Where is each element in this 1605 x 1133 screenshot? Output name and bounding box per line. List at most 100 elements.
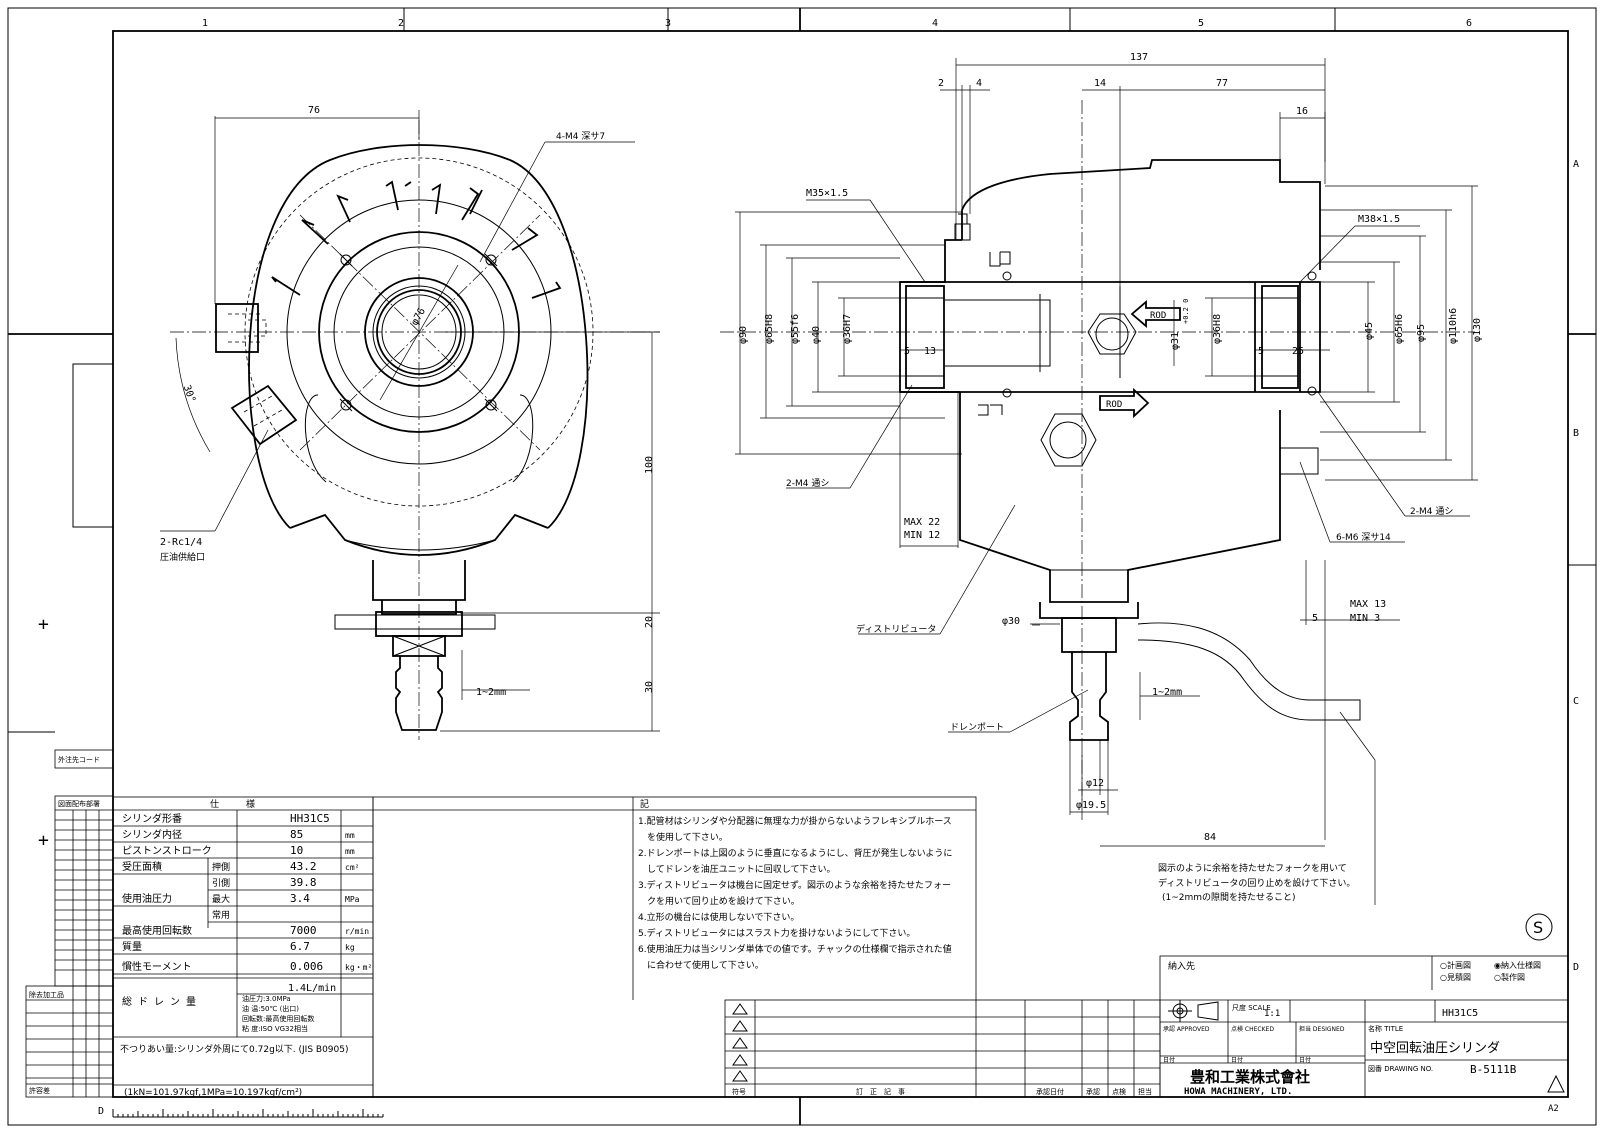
note-line: を使用して下さい。: [638, 831, 728, 843]
dim-phi36h7: φ36H7: [842, 314, 853, 344]
rev-col-content: 訂 正 記 事: [856, 1087, 905, 1096]
scale-label: 尺度 SCALE: [1232, 1003, 1271, 1012]
date-label-3: 日付: [1299, 1056, 1311, 1064]
dim-phi110h6: φ110h6: [1448, 308, 1459, 344]
spec-unit: MPa: [345, 895, 360, 904]
rod-label-lower: ROD: [1106, 400, 1122, 410]
spec-unit: r/min: [345, 927, 369, 936]
spec-value: 3.4: [290, 892, 310, 905]
revision-table: 符号 訂 正 記 事 承認日付 承認 点検 担当: [724, 999, 1161, 1098]
order-code-label: 外注先コード: [58, 755, 100, 764]
sheet-size: A2: [1548, 1104, 1559, 1114]
dim-30deg: 30°: [181, 384, 198, 405]
spec-header: 仕 様: [210, 798, 255, 810]
zone-letter: B: [1573, 428, 1579, 439]
product-name: 中空回転油圧シリンダ: [1370, 1041, 1500, 1056]
drawing-no-label: 図番 DRAWING NO.: [1368, 1065, 1433, 1073]
notes-panel: 記 1.配管材はシリンダや分配器に無理な力が掛からないようフレキシブルホース を…: [372, 796, 977, 1098]
spec-label: シリンダ形番: [122, 812, 182, 825]
spec-label: 使用油圧力: [122, 892, 172, 905]
drawing-no: B-5111B: [1470, 1063, 1517, 1076]
notes-header: 記: [640, 798, 649, 810]
dim-20: 20: [644, 616, 655, 628]
drain-condition-3: 回転数:最高使用回転数: [242, 1014, 314, 1023]
dim-137: 137: [1130, 52, 1148, 63]
callout-m4-left: 2-M4 通シ: [786, 478, 829, 489]
delivery-label: 納入先: [1168, 960, 1195, 972]
note-line: 2.ドレンポートは上図のように垂直になるようにし、背圧が発生しないように: [638, 847, 952, 859]
dim-phi76: φ76: [409, 306, 428, 327]
dim-phi30: φ30: [1002, 616, 1020, 627]
spec-sub: 引側: [212, 877, 230, 889]
dim-gap-right: 1~2mm: [1152, 687, 1182, 698]
spec-sub: 常用: [212, 909, 230, 921]
dim-77: 77: [1216, 78, 1228, 89]
note-line: 3.ディストリビュータは機台に固定せず。図示のような余裕を持たせたフォー: [638, 879, 951, 891]
section-view: [720, 100, 1475, 800]
spec-value: 7000: [290, 924, 317, 937]
drain-condition-2: 油 温:50℃ (出口): [242, 1004, 299, 1013]
option-plan: ○計画図: [1440, 960, 1471, 970]
note-line: 5.ディストリビュータにはスラスト力を掛けないようにして下さい。: [638, 927, 915, 939]
spec-label: 慣性モーメント: [122, 960, 192, 973]
dim-2: 2: [938, 78, 944, 89]
warning-triangle-icon: [732, 1003, 748, 1082]
zone-number-labels: 1 2 3 4 5 6 A B C D: [202, 18, 1579, 973]
dim-phi90: φ90: [738, 326, 749, 344]
spec-value: 6.7: [290, 940, 310, 953]
projection-symbol-icon: [1168, 1000, 1219, 1022]
dim-gap: 1~2mm: [476, 687, 506, 698]
checked-label: 点検 CHECKED: [1231, 1025, 1274, 1033]
fork-note-3: (1~2mmの隙間を持たせること): [1162, 891, 1296, 903]
zone-number: 3: [665, 18, 671, 29]
dim-phi65h6: φ65H6: [1394, 314, 1405, 344]
dim-phi36h8: φ36H8: [1212, 314, 1223, 344]
dim-25: 25: [1292, 346, 1304, 357]
callout-m4: 4-M4 深サ7: [556, 131, 605, 142]
spec-label: 最高使用回転数: [122, 924, 192, 937]
spec-label: ピストンストローク: [122, 845, 212, 857]
callout-rc: 2-Rc1/4: [160, 537, 202, 548]
approved-label: 承認 APPROVED: [1163, 1025, 1210, 1033]
rod-label-upper: ROD: [1150, 311, 1166, 321]
name-label: 名称 TITLE: [1368, 1024, 1403, 1033]
dim-phi19-5: φ19.5: [1076, 800, 1106, 811]
dim-phi40: φ40: [811, 326, 822, 344]
option-delivery-spec: ◉納入仕様図: [1494, 960, 1541, 970]
option-estimate: ○見積図: [1440, 972, 1471, 982]
dim-76-top: 76: [308, 105, 320, 116]
zone-number: 1: [202, 18, 208, 29]
zone-number: 2: [398, 18, 404, 29]
label-max22: MAX 22: [904, 517, 940, 528]
section-view-dimensions: 137 2 4 14 77 16 M35×1.5 M38×1.5 φ90 φ65…: [735, 52, 1483, 905]
spec-label: シリンダ内径: [122, 828, 182, 841]
spec-value: 10: [290, 844, 303, 857]
scale-ruler: D: [98, 1106, 384, 1118]
zone-number: 6: [1466, 18, 1472, 29]
spec-sub: 最大: [212, 893, 230, 905]
label-min12: MIN 12: [904, 530, 940, 541]
rev-col-draw: 担当: [1138, 1087, 1152, 1096]
balance-text: 不つりあい量:シリンダ外周にて0.72g以下. (JIS B0905): [120, 1043, 349, 1055]
left-strip-tables: 外注先コード 図面配布部署 除去加工品 許容差: [25, 749, 114, 1098]
s-mark: S: [1533, 918, 1543, 937]
spec-sub: 押側: [212, 861, 230, 873]
drain-value: 1.4L/min: [288, 983, 336, 994]
sheet-frame: + +: [7, 7, 1597, 1126]
allowed-label: 許容差: [29, 1086, 50, 1095]
finish-label: 除去加工品: [29, 990, 64, 999]
spec-unit: kg: [345, 943, 355, 952]
spec-label: 質量: [122, 940, 142, 953]
svg-text:+: +: [38, 830, 49, 851]
date-label-2: 日付: [1231, 1056, 1243, 1064]
title-block: 納入先 ○計画図 ◉納入仕様図 ○見積図 ○製作図 尺度 SCALE 1:1 H…: [1159, 913, 1569, 1114]
note-line: 6.使用油圧力は当シリンダ単体での値です。チャックの仕様欄で指示された値: [638, 943, 952, 955]
dim-phi130: φ130: [1472, 318, 1483, 342]
zone-number: 5: [1198, 18, 1204, 29]
label-min3: MIN 3: [1350, 613, 1380, 624]
revision-triangle-icon: [1547, 1074, 1565, 1093]
dim-5-left: 5: [904, 346, 910, 357]
note-line: クを用いて回り止めを設けて下さい。: [638, 895, 800, 907]
